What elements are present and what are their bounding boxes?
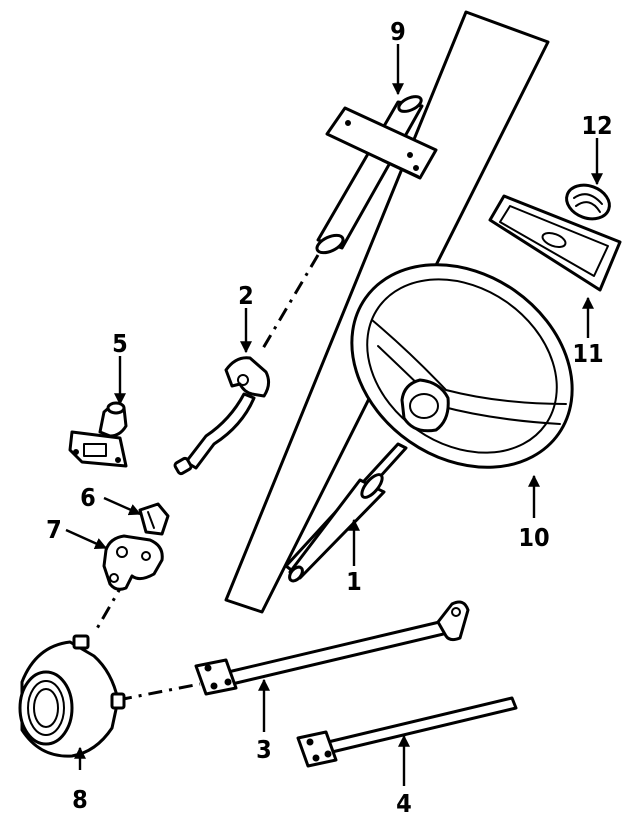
callout-6: 6 <box>80 483 96 512</box>
callout-1: 1 <box>346 567 362 596</box>
leader-lines <box>65 44 603 786</box>
part-5-switch[interactable] <box>68 401 128 468</box>
part-10-steering-wheel[interactable] <box>313 223 612 509</box>
part-1-steering-shaft[interactable] <box>284 442 408 583</box>
part-6-retainer-clip[interactable] <box>138 502 170 536</box>
callout-10: 10 <box>518 523 549 552</box>
part-11-horn-pad[interactable] <box>488 194 622 292</box>
part-12-horn-emblem[interactable] <box>562 179 614 224</box>
part-7-lock-housing[interactable] <box>102 534 164 591</box>
callout-11: 11 <box>572 339 603 368</box>
callout-5: 5 <box>112 329 128 358</box>
callout-12: 12 <box>581 111 612 140</box>
callout-4: 4 <box>396 789 412 818</box>
callout-8: 8 <box>72 785 88 814</box>
callout-3: 3 <box>256 735 272 764</box>
callout-9: 9 <box>390 17 406 46</box>
part-9-column-tube[interactable] <box>314 93 438 256</box>
callout-7: 7 <box>46 515 62 544</box>
part-8-column-housing[interactable] <box>18 634 126 758</box>
part-3-intermediate-shaft[interactable] <box>194 600 470 696</box>
callout-2: 2 <box>238 281 254 310</box>
callout-labels: 9 2 5 6 7 8 1 3 4 10 11 12 <box>46 17 612 818</box>
part-4-lower-shaft[interactable] <box>296 696 518 768</box>
part-2-turn-signal-switch[interactable] <box>173 356 271 476</box>
